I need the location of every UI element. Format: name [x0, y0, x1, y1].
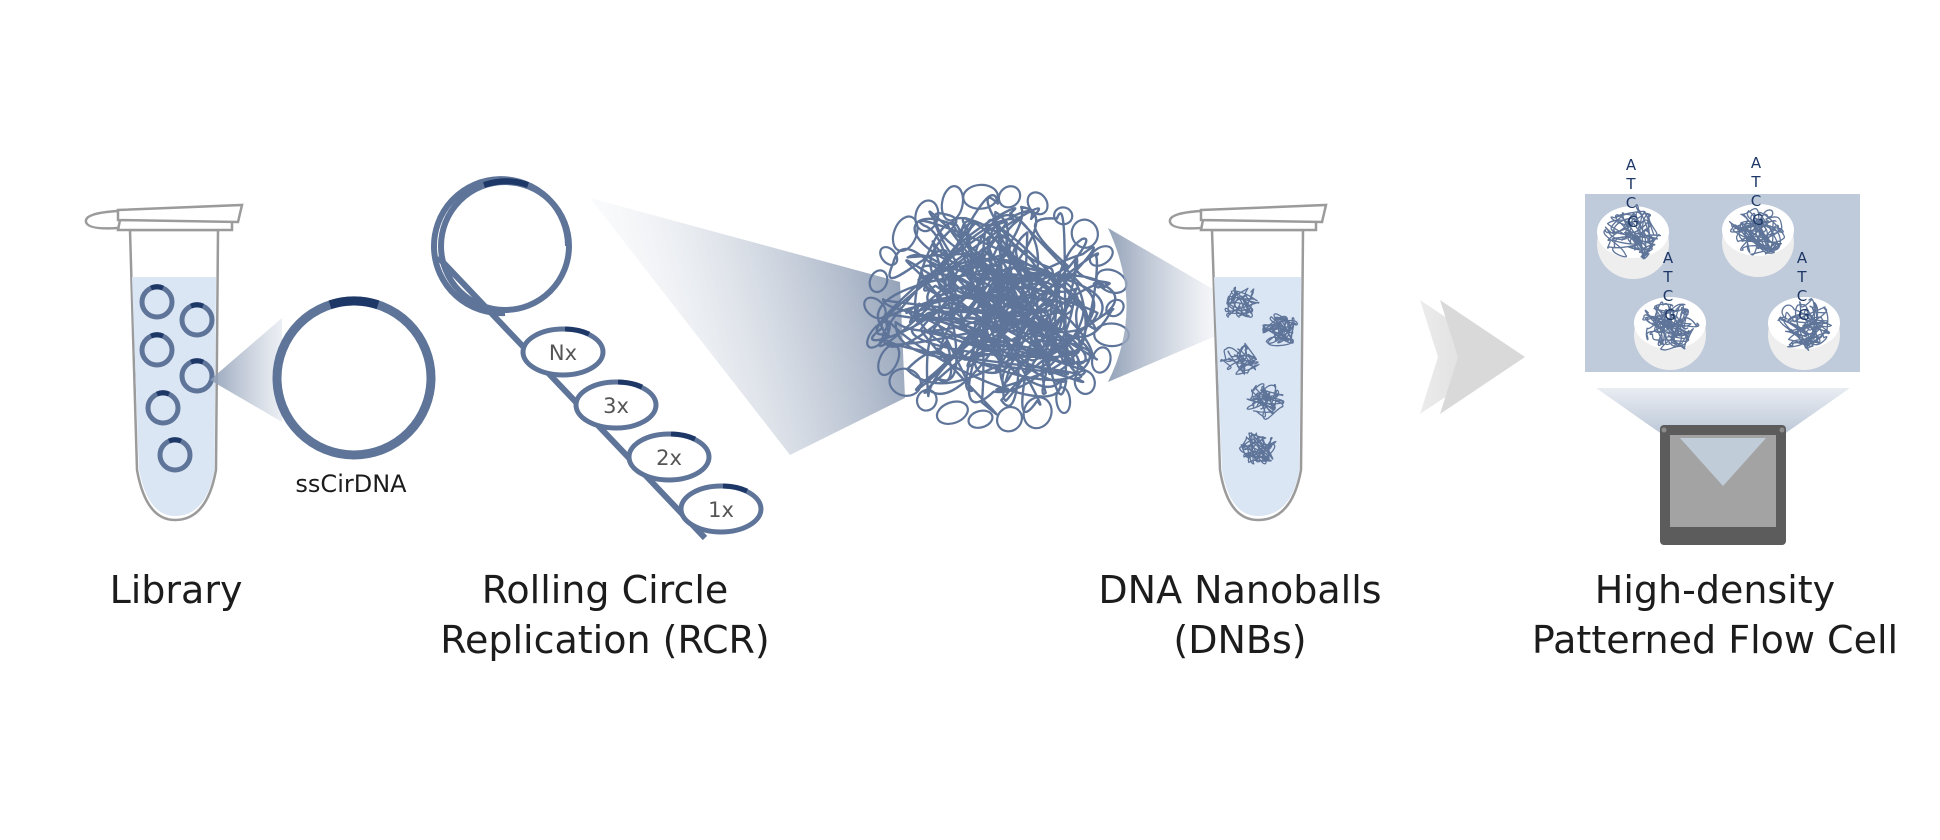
dnb-tube	[1168, 203, 1328, 522]
library-circles	[139, 284, 215, 473]
library-tube	[84, 203, 244, 522]
caption-rcr-line2: Replication (RCR)	[440, 618, 770, 662]
caption-dnb: DNA Nanoballs (DNBs)	[1085, 565, 1395, 665]
library-circle	[179, 358, 215, 394]
base-label: A	[1626, 156, 1637, 174]
nanoball-loop	[879, 245, 899, 267]
caption-rcr: Rolling Circle Replication (RCR)	[430, 565, 780, 665]
dnb-tube-ball	[1262, 313, 1298, 347]
nanoball-loop	[995, 405, 1024, 433]
library-circle	[139, 332, 175, 368]
zoom-cone-library	[210, 318, 282, 422]
rcr-copy-label: Nx	[549, 341, 577, 365]
nanoball-loop	[1073, 369, 1096, 396]
nanoball-loop	[868, 269, 889, 294]
base-label: T	[1625, 175, 1636, 193]
rcr-diagram: Nx 3x 2x 1x	[431, 176, 764, 541]
caption-library-text: Library	[109, 568, 243, 612]
base-label: T	[1796, 268, 1807, 286]
nanoball-loop	[1026, 191, 1049, 216]
rcr-copy-label: 2x	[656, 446, 682, 470]
caption-flow-cell: High-density Patterned Flow Cell	[1515, 565, 1915, 665]
nanoball-loop	[888, 367, 922, 397]
base-label: G	[1664, 306, 1676, 324]
nanoball-loop	[891, 215, 919, 252]
nanoball-loop	[877, 343, 901, 377]
nanoball-loop	[1088, 245, 1114, 267]
caption-rcr-line1: Rolling Circle	[481, 568, 729, 612]
nanoball-loop	[1105, 298, 1125, 318]
rcr-copy-label: 3x	[603, 394, 629, 418]
base-label: T	[1750, 173, 1761, 191]
nanoball-loop	[935, 400, 969, 426]
nanoball-strand	[871, 194, 1117, 416]
nanoball-loop	[1055, 386, 1072, 415]
base-label: C	[1751, 192, 1761, 210]
nanoball-loop	[962, 183, 999, 210]
base-label: C	[1626, 194, 1636, 212]
base-label: G	[1752, 211, 1764, 229]
nanoball-loop	[1022, 396, 1053, 430]
sscirdna-label: ssCirDNA	[295, 470, 407, 498]
nanoball-loop	[1090, 346, 1112, 374]
caption-library: Library	[76, 565, 276, 615]
zoom-cone-rcr	[590, 198, 905, 455]
rcr-copy: 2x	[626, 431, 712, 483]
nanoball-loop	[914, 199, 940, 233]
base-label: A	[1751, 154, 1762, 172]
caption-flow-line2: Patterned Flow Cell	[1531, 618, 1899, 662]
dnb-tube-ball	[1238, 431, 1277, 465]
rcr-copies: Nx 3x 2x 1x	[520, 326, 764, 535]
arrow-chevron-icon	[1420, 300, 1525, 414]
flow-cell-chip	[1660, 425, 1786, 545]
sscirdna-circle	[272, 296, 436, 460]
caption-dnb-line1: DNA Nanoballs	[1098, 568, 1382, 612]
nanoball-loop	[866, 320, 891, 349]
library-circle	[145, 390, 181, 426]
nanoball-loop	[1070, 218, 1099, 249]
nanoball-loop	[915, 388, 938, 412]
caption-flow-line1: High-density	[1594, 568, 1836, 612]
library-circle	[157, 437, 193, 473]
library-circle	[139, 284, 175, 320]
library-circle	[179, 302, 215, 338]
rcr-copy: Nx	[520, 326, 606, 378]
dnb-tube-ball	[1220, 342, 1260, 375]
nanoball-loop	[863, 296, 887, 320]
zoom-cone-dnb	[1108, 228, 1218, 382]
base-label: A	[1663, 249, 1674, 267]
base-label: A	[1797, 249, 1808, 267]
caption-dnb-line2: (DNBs)	[1173, 618, 1307, 662]
rcr-copy: 3x	[573, 379, 659, 431]
base-label: G	[1798, 306, 1810, 324]
base-label: C	[1797, 287, 1807, 305]
nanoball-loop	[997, 185, 1022, 209]
base-label: T	[1662, 268, 1673, 286]
nanoball-loop	[940, 185, 965, 222]
nanoball-loop	[1053, 206, 1074, 226]
nanoball-loop	[967, 409, 994, 429]
base-label: C	[1663, 287, 1673, 305]
dnb-tube-ball	[1224, 286, 1260, 318]
rcr-copy: 1x	[678, 483, 764, 535]
base-label: G	[1627, 213, 1639, 231]
rcr-copy-label: 1x	[708, 498, 734, 522]
dnb-tube-ball	[1246, 383, 1285, 420]
